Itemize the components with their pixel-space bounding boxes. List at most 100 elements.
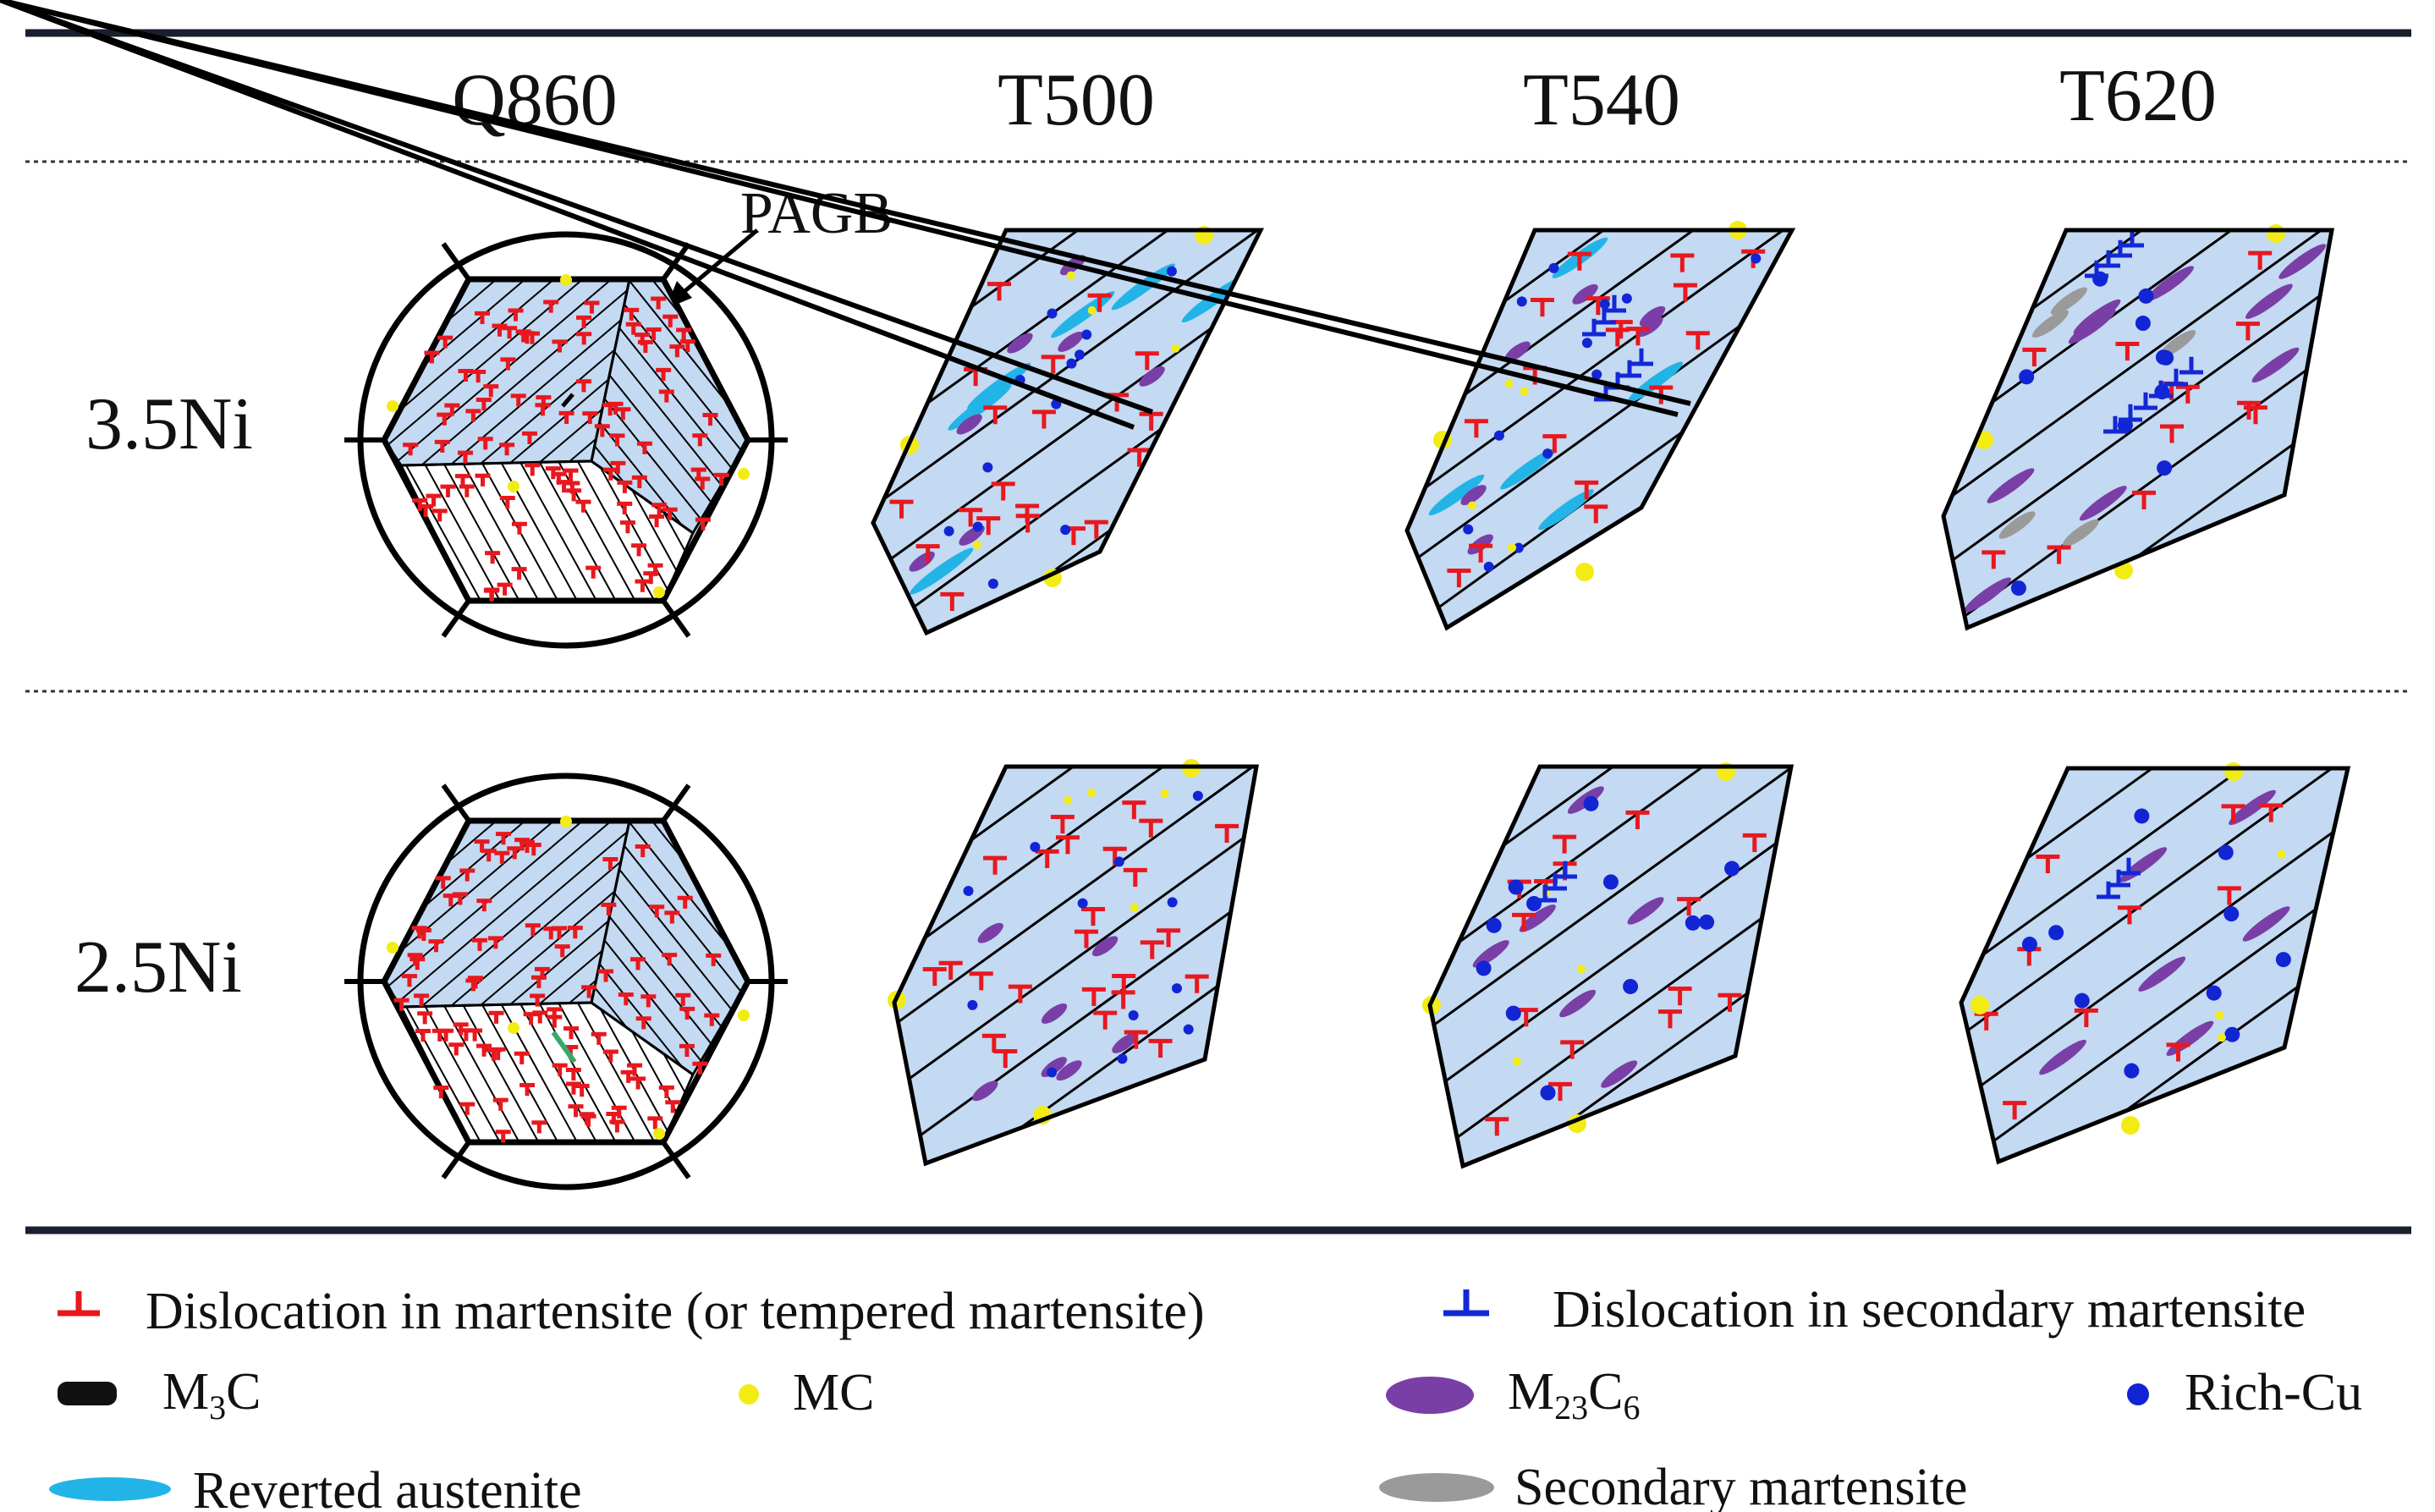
red-dislocation-symbol	[409, 957, 426, 970]
lath-line	[591, 279, 748, 533]
lath-line	[401, 461, 641, 601]
red-dislocation-symbol	[535, 403, 551, 416]
red-dislocation-symbol	[630, 957, 646, 970]
lath-line	[1430, 767, 1791, 1166]
red-dislocation-symbol	[1542, 434, 1567, 454]
mc-particle	[1512, 1057, 1521, 1066]
red-dislocation-symbol	[1670, 253, 1695, 272]
red-dislocation-symbol	[581, 985, 597, 998]
red-dislocation-symbol	[602, 1049, 618, 1063]
rich-cu-particle	[1171, 983, 1182, 994]
lath-line	[384, 821, 629, 1007]
red-dislocation-symbol	[2022, 347, 2047, 366]
rich-cu-particle	[1623, 978, 1639, 994]
rich-cu-particle	[1486, 917, 1502, 933]
red-dislocation-symbol	[1081, 987, 1106, 1006]
m23c6-particle	[1460, 485, 1487, 506]
rich-cu-particle	[1621, 293, 1632, 304]
red-dislocation-symbol	[475, 473, 491, 487]
red-dislocation-symbol	[484, 587, 500, 601]
red-dislocation-symbol	[706, 953, 722, 966]
rich-cu-particle	[1113, 856, 1124, 867]
m23c6-particle	[1472, 940, 1509, 968]
legend-item-m3c: M3C	[58, 1363, 261, 1427]
red-dislocation-symbol	[1605, 327, 1630, 347]
red-dislocation-symbol	[483, 384, 499, 398]
red-dislocation-symbol	[1008, 984, 1032, 1003]
red-dislocation-symbol	[566, 488, 582, 502]
red-dislocation-symbol	[601, 902, 617, 915]
lath-line	[384, 821, 629, 1007]
red-dislocation-symbol	[523, 1012, 539, 1025]
rich-cu-particle	[1581, 338, 1592, 349]
m23c6-particle	[1572, 283, 1598, 305]
m23c6-particle	[1559, 989, 1597, 1018]
blue-dislocation-symbol	[1602, 294, 1626, 313]
red-dislocation-symbol	[2236, 400, 2261, 420]
legend-label-rich-cu: Rich-Cu	[2185, 1364, 2362, 1421]
red-dislocation-symbol	[1015, 514, 1040, 533]
grain-boundary	[590, 278, 750, 536]
red-dislocation-symbol	[1093, 1010, 1118, 1030]
grain-boundary	[590, 819, 750, 1077]
red-dislocation-symbol	[508, 308, 524, 322]
grain-boundary	[399, 1001, 695, 1144]
mc-particle	[387, 942, 399, 954]
m3c-particle	[561, 393, 574, 408]
red-dislocation-symbol	[651, 503, 668, 516]
red-dislocation-symbol	[465, 978, 481, 992]
rich-cu-particle	[2158, 349, 2174, 366]
mc-particle	[653, 1128, 665, 1140]
rich-cu-particle	[2010, 580, 2026, 597]
mc-particle	[2121, 1116, 2140, 1135]
m23c6-particle	[2278, 244, 2327, 279]
m23c6-particle	[2242, 906, 2290, 942]
red-dislocation-symbol	[415, 1028, 431, 1042]
red-dislocation-symbol	[1718, 992, 1742, 1012]
red-dislocation-symbol	[1742, 833, 1767, 852]
rich-cu-particle	[2224, 1026, 2240, 1042]
red-dislocation-symbol	[556, 480, 572, 493]
tempered-block	[894, 767, 1256, 1163]
red-dislocation-symbol	[1111, 990, 1135, 1009]
purple-ellipse-icon	[1386, 1377, 1474, 1414]
red-dislocation-symbol	[635, 579, 651, 592]
red-dislocation-symbol	[889, 499, 914, 519]
legend-item-mc: MC	[739, 1364, 874, 1421]
red-dislocation-symbol	[631, 543, 647, 557]
tempered-block	[1430, 767, 1791, 1166]
mc-particle	[1468, 501, 1477, 510]
red-dislocation-symbol	[519, 1082, 536, 1097]
red-dislocation-symbol	[1530, 297, 1554, 317]
blue-dislocation-symbol	[1533, 884, 1557, 903]
red-dislocation-symbol	[1157, 928, 1181, 948]
rich-cu-particle	[2135, 316, 2151, 332]
blue-dislocation-symbol	[2149, 380, 2173, 399]
red-dislocation-symbol	[610, 460, 626, 474]
blue-dislocation-symbol	[2097, 881, 2120, 899]
lath-line	[384, 279, 629, 465]
m23c6-particle	[2229, 789, 2276, 826]
red-dislocation-symbol	[656, 367, 672, 381]
red-dislocation-symbol	[1586, 296, 1610, 316]
rich-cu-particle	[2021, 937, 2037, 953]
m3c-particle	[0, 0, 1691, 406]
reverted-austenite-particle	[1538, 489, 1594, 531]
legend-item-m23c6: M23C6	[1386, 1363, 1641, 1427]
blue-dislocation-symbol	[2164, 368, 2188, 387]
lath-line	[401, 461, 626, 601]
lath-line	[384, 821, 629, 1007]
red-dislocation-symbol	[1055, 835, 1080, 855]
panel-t540-2-5ni	[1422, 762, 1795, 1169]
grain-boundary	[399, 459, 695, 602]
red-dislocation-symbol	[619, 520, 635, 534]
lath-line	[1430, 767, 1791, 1166]
rich-cu-particle	[943, 525, 954, 536]
red-dislocation-symbol	[624, 307, 640, 321]
rich-cu-particle	[2074, 992, 2090, 1009]
mc-particle	[2277, 849, 2286, 859]
lath-line	[1961, 768, 2348, 1162]
mc-particle	[560, 816, 572, 827]
red-dislocation-symbol	[492, 323, 508, 337]
